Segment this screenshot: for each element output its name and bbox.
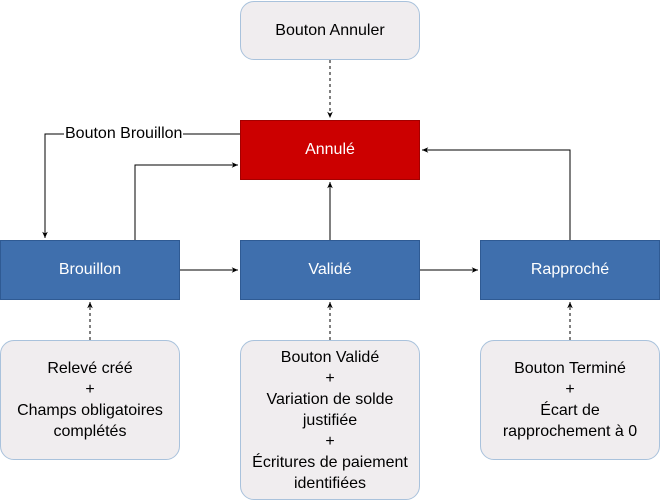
- node-rapproche: Rapproché: [480, 240, 660, 300]
- note-line: Écart de: [540, 402, 600, 419]
- note-line: +: [85, 381, 95, 398]
- note-line: Écritures de paiement: [252, 453, 408, 471]
- edge-label-bouton-brouillon: Bouton Brouillon: [64, 125, 184, 143]
- note-line: Bouton Validé: [280, 348, 380, 366]
- note-line: Champs obligatoires: [17, 402, 163, 419]
- note-line: Bouton Terminé: [514, 360, 626, 377]
- node-annule-label: Annulé: [305, 141, 355, 158]
- note-line: Bouton Annuler: [275, 22, 385, 39]
- note-line: justifiée: [302, 411, 358, 429]
- note-line: rapprochement à 0: [502, 423, 638, 440]
- note-line: complétés: [53, 423, 127, 440]
- edge-rapproche-to-annule: [422, 147, 571, 240]
- edge-brouillon-to-annule: [134, 162, 238, 240]
- node-rapproche-note: Bouton Terminé + Écart de rapprochement à 0: [480, 340, 660, 460]
- node-valide: Validé: [240, 240, 420, 300]
- node-rapproche-label: Rapproché: [530, 261, 610, 278]
- note-line: +: [325, 432, 335, 450]
- node-brouillon-note: Relevé créé + Champs obligatoires complétés: [0, 340, 180, 460]
- node-valide-note: Bouton Validé + Variation de solde justifié…: [240, 340, 420, 500]
- node-brouillon: Brouillon: [0, 240, 180, 300]
- note-line: identifiées: [293, 474, 367, 492]
- node-annule: Annulé: [240, 120, 420, 180]
- node-annuler-note: Bouton Annuler: [240, 1, 420, 60]
- note-line: +: [565, 381, 575, 398]
- note-line: Variation de solde: [266, 390, 394, 408]
- node-brouillon-label: Brouillon: [58, 261, 122, 278]
- edge-annule-to-brouillon: [42, 133, 240, 238]
- node-valide-label: Validé: [308, 261, 352, 278]
- note-line: +: [325, 369, 335, 387]
- note-line: Relevé créé: [47, 360, 133, 377]
